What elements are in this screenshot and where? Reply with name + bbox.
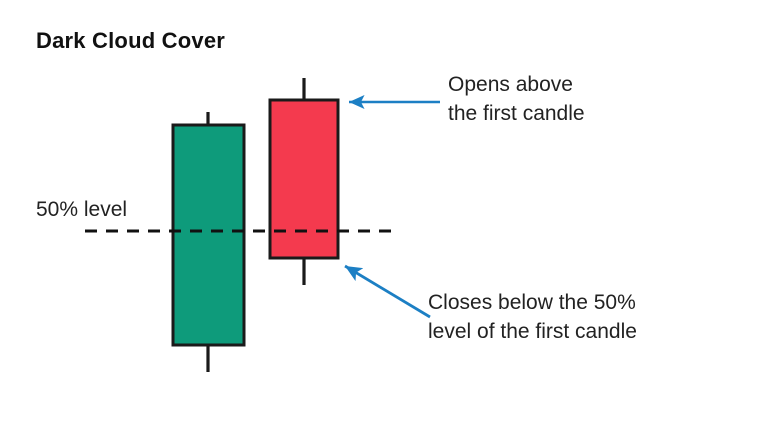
annotation-closes-below-line1: Closes below the 50% — [428, 291, 636, 314]
fifty-percent-level-label: 50% level — [36, 198, 128, 221]
candle-second-bearish — [268, 78, 340, 285]
page-title: Dark Cloud Cover — [36, 28, 226, 53]
annotation-arrow-closes-below — [344, 264, 431, 319]
annotation-closes-below-line2: level of the first candle — [428, 320, 637, 343]
annotation-opens-above: Opens above the first candle — [448, 70, 585, 128]
candle-second-body — [268, 98, 340, 260]
annotation-opens-above-line2: the first candle — [448, 102, 585, 125]
candle-first-body — [171, 123, 246, 347]
candle-first-bullish — [171, 112, 246, 372]
annotation-opens-above-line1: Opens above — [448, 73, 573, 96]
annotation-closes-below: Closes below the 50% level of the first … — [428, 288, 637, 346]
